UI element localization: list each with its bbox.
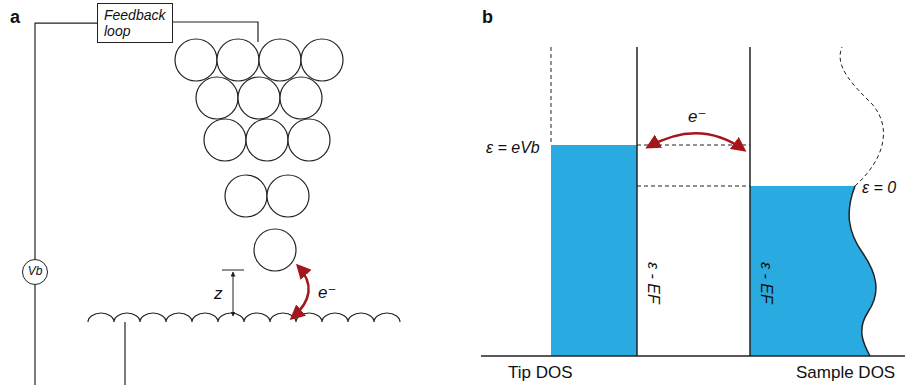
tip-atom <box>217 39 259 81</box>
tip-atom <box>288 119 330 161</box>
bias-source: Vb <box>22 259 48 285</box>
electron-label: e⁻ <box>318 284 336 301</box>
z-tick <box>222 270 244 271</box>
energy-label: ε = eVb <box>486 140 540 156</box>
tip-dos-dashed <box>551 47 552 145</box>
tunnel-arrow <box>648 133 744 150</box>
tip-atom <box>175 39 217 81</box>
sample-wire <box>124 322 125 385</box>
sample-fermi-level <box>637 186 750 187</box>
energy-diagram <box>481 47 905 356</box>
dimension-label: z <box>214 285 223 302</box>
tip-atoms <box>175 39 343 271</box>
axis-label: Sample DOS <box>796 364 895 381</box>
tip-atom <box>259 39 301 81</box>
sample-dos-curve <box>849 186 876 356</box>
tip-dos-fill <box>551 145 637 356</box>
panel-letter: b <box>482 8 493 26</box>
sample-dos-fill <box>750 186 876 356</box>
tip-atom <box>301 39 343 81</box>
tip-atom <box>225 175 267 217</box>
node-text: Vb <box>28 265 43 279</box>
energy-label: ε = 0 <box>862 180 896 196</box>
sample-barrier <box>749 47 751 356</box>
tip-wire <box>168 22 258 42</box>
node-text: Feedback loop <box>104 7 166 39</box>
baseline <box>481 355 905 357</box>
tip-atom <box>280 77 322 119</box>
tip-atom <box>238 77 280 119</box>
tunnel-arrow <box>292 266 309 318</box>
stm-schematic <box>35 22 400 385</box>
connectors <box>35 23 97 259</box>
feedback-box: Feedback loop <box>97 3 173 43</box>
electron-label: e⁻ <box>688 108 706 125</box>
axis-label: Tip DOS <box>508 364 573 381</box>
tip-atom <box>254 229 296 271</box>
sample-empty-dos <box>840 47 883 186</box>
tip-barrier <box>636 47 638 356</box>
energy-axis-label: ε - EF <box>758 262 774 304</box>
sample-surface <box>88 313 400 322</box>
wire <box>35 23 97 259</box>
tip-atom <box>196 77 238 119</box>
energy-axis-label: ε - EF <box>645 262 661 304</box>
tip-atom <box>267 175 309 217</box>
tip-atom <box>246 119 288 161</box>
panel-letter: a <box>10 8 20 26</box>
bias-wire <box>34 285 35 385</box>
tip-atom <box>204 119 246 161</box>
z-dimension <box>233 272 234 316</box>
